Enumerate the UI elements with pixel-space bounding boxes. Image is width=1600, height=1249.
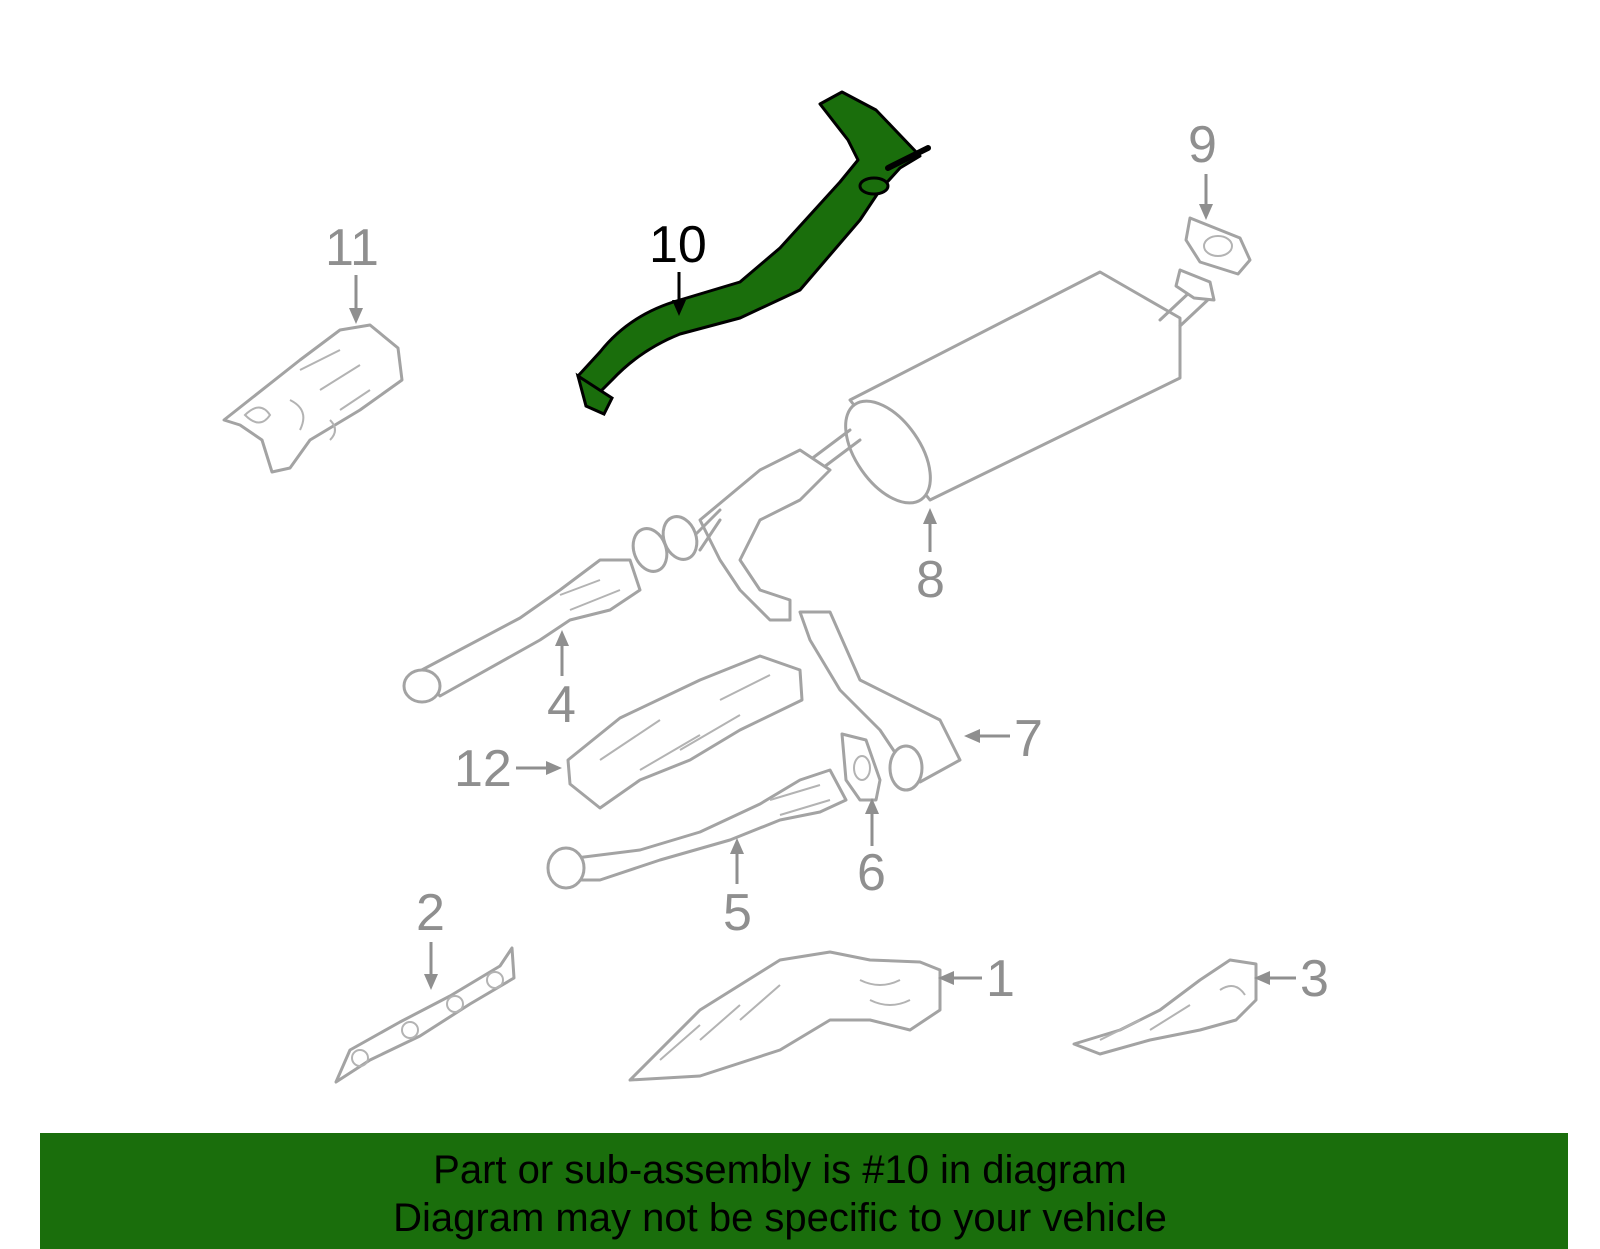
svg-text:9: 9	[1188, 116, 1217, 174]
part-7-pipe[interactable]	[798, 610, 962, 792]
part-3-heat-shield[interactable]	[1072, 958, 1258, 1056]
svg-text:3: 3	[1300, 950, 1329, 1008]
y-pipe-assembly	[688, 448, 832, 622]
callout-4: 4	[547, 630, 576, 734]
svg-text:4: 4	[547, 676, 576, 734]
callout-10: 10	[649, 216, 707, 316]
part-6-gaskets[interactable]	[840, 732, 882, 802]
callout-9: 9	[1188, 116, 1217, 220]
part-8-muffler[interactable]	[808, 268, 1216, 518]
gasket-pair-upper	[631, 515, 699, 573]
part-4-front-pipe[interactable]	[402, 558, 642, 704]
svg-text:10: 10	[649, 216, 707, 274]
part-2-gasket[interactable]	[334, 946, 516, 1084]
part-10-center-pipe[interactable]	[575, 90, 931, 416]
callout-1: 1	[938, 950, 1015, 1008]
svg-text:1: 1	[986, 950, 1015, 1008]
svg-text:8: 8	[916, 551, 945, 609]
callout-3: 3	[1254, 950, 1329, 1008]
banner-line-2: Diagram may not be specific to your vehi…	[393, 1196, 1167, 1240]
part-12-heat-shield[interactable]	[566, 654, 804, 810]
part-11-heat-shield[interactable]	[222, 323, 404, 474]
callout-7: 7	[964, 710, 1043, 768]
svg-text:7: 7	[1014, 710, 1043, 768]
svg-text:6: 6	[857, 844, 886, 902]
part-1-manifold-converter[interactable]	[628, 950, 942, 1082]
info-banner: Part or sub-assembly is #10 in diagram D…	[40, 1133, 1568, 1249]
callout-5: 5	[723, 838, 752, 942]
callout-2: 2	[416, 884, 445, 990]
callout-6: 6	[857, 798, 886, 902]
callout-8: 8	[916, 508, 945, 609]
callout-11: 11	[325, 219, 379, 324]
svg-text:12: 12	[454, 740, 512, 798]
callout-12: 12	[454, 740, 562, 798]
svg-text:2: 2	[416, 884, 445, 942]
part-5-front-pipe[interactable]	[546, 768, 848, 890]
part-9-gasket[interactable]	[1184, 216, 1252, 276]
banner-line-1: Part or sub-assembly is #10 in diagram	[433, 1148, 1127, 1192]
svg-text:11: 11	[325, 219, 379, 277]
svg-text:5: 5	[723, 884, 752, 942]
